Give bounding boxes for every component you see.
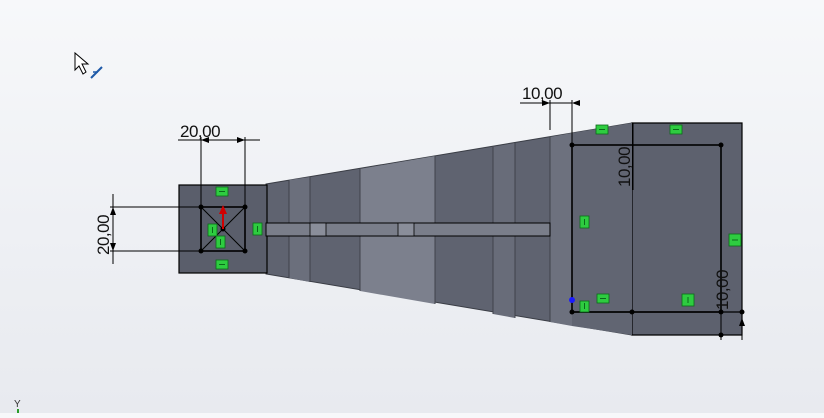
sketch-pencil-cursor-icon (74, 51, 103, 79)
slot-notch (397, 222, 415, 237)
coincident-relation-icon[interactable] (207, 223, 218, 237)
coincident-relation-icon[interactable] (252, 222, 263, 236)
beam-band (550, 133, 572, 326)
coincident-relation-icon[interactable] (215, 186, 229, 197)
dimension-right-offset-left[interactable]: 10,00 (615, 147, 634, 187)
part-body[interactable] (178, 122, 743, 336)
coincident-relation-icon[interactable] (669, 124, 683, 135)
triad-y-label: Y (14, 399, 21, 410)
coincident-relation-icon[interactable] (595, 124, 609, 135)
sketch-origin-arrow (219, 205, 227, 229)
coincident-relation-icon[interactable] (215, 259, 229, 270)
coincident-relation-icon[interactable] (215, 235, 226, 249)
coincident-relation-icon[interactable] (681, 293, 695, 307)
origin-point[interactable] (569, 297, 575, 303)
coincident-relation-icon[interactable] (728, 233, 742, 247)
dimension-left-height[interactable]: 20,00 (94, 215, 113, 255)
relation-markers[interactable] (207, 124, 742, 313)
dimension-right-offset-right[interactable]: 10,00 (713, 270, 732, 310)
slot-notch (309, 222, 327, 237)
view-triad[interactable]: Y (14, 399, 21, 413)
dimension-right-top[interactable]: 10,00 (522, 84, 563, 103)
coincident-relation-icon[interactable] (596, 293, 610, 304)
coincident-relation-icon[interactable] (579, 215, 590, 229)
dimension-left-width[interactable]: 20,00 (180, 122, 221, 141)
dimension-arrows (110, 100, 745, 326)
coincident-relation-icon[interactable] (579, 300, 590, 313)
right-plate-bevel (572, 123, 632, 335)
